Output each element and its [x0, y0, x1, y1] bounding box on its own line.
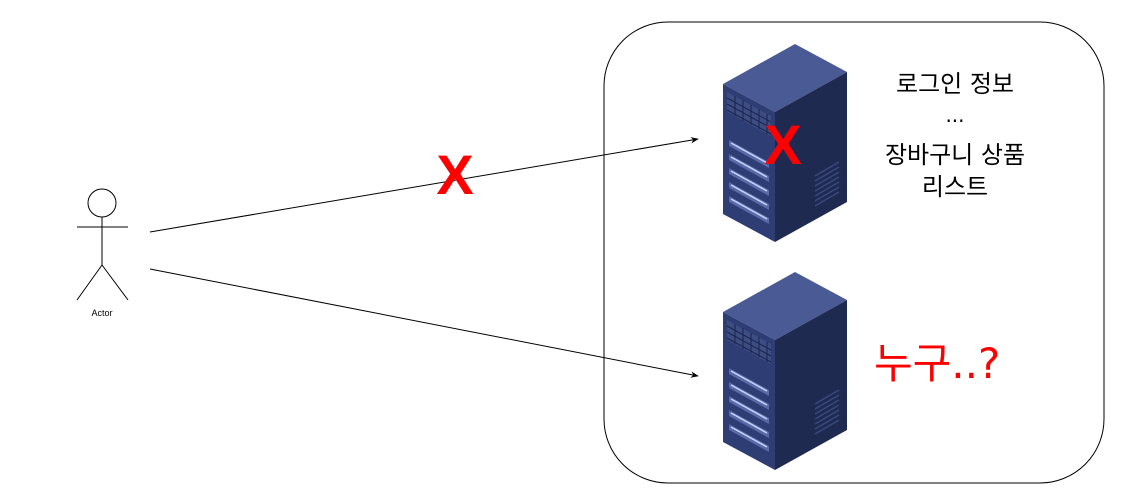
actor-label: Actor	[91, 308, 112, 318]
connection-line-top	[149, 137, 699, 233]
server-top-info: 로그인 정보 ... 장바구니 상품 리스트	[885, 70, 1025, 201]
info-list: 리스트	[922, 173, 988, 201]
blocked-x-mark: X	[436, 143, 473, 206]
info-ellipsis: ...	[945, 103, 964, 127]
connection-line-bottom	[149, 268, 699, 378]
server-down-x-mark: X	[764, 113, 801, 176]
server-top: X	[722, 43, 848, 243]
connection-to-server-top: X	[149, 137, 699, 233]
info-cart-items: 장바구니 상품	[885, 141, 1025, 169]
unknown-user-text: 누구..?	[874, 339, 1000, 388]
server-group-container	[603, 21, 1105, 484]
stick-figure-icon	[76, 188, 129, 301]
info-login: 로그인 정보	[896, 70, 1014, 98]
actor-figure: Actor	[76, 188, 129, 318]
server-rack-icon	[722, 271, 848, 471]
server-bottom	[722, 271, 848, 471]
